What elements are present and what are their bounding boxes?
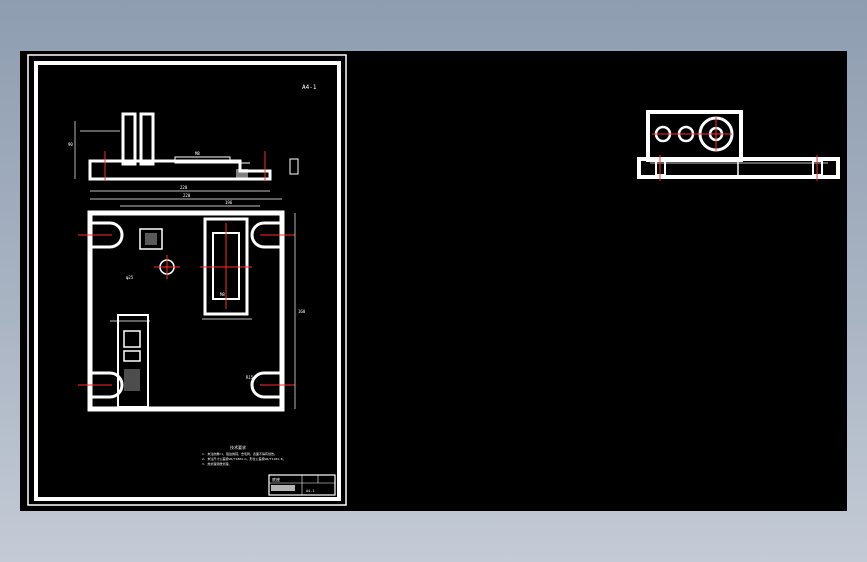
- dim-top-3: 90: [68, 142, 73, 147]
- notes-title: 技术要求: [230, 444, 246, 450]
- title-block: 底座 A4-1: [268, 474, 336, 496]
- dim-plan-4: φ25: [126, 275, 134, 280]
- note-3: 3. 热处理调质处理。: [202, 461, 231, 466]
- front-elevation-view: 220 M8 90: [68, 112, 299, 192]
- side-part-view: [637, 110, 840, 181]
- dim-top-2: M8: [195, 151, 200, 156]
- title-block-drawing-no: A4-1: [306, 489, 314, 493]
- dim-plan-5: R15: [246, 375, 254, 380]
- cad-model-space[interactable]: A4-1 220 M8 90: [20, 51, 847, 511]
- plan-view: 220 196 160 φ25 R15 M8: [78, 193, 306, 412]
- sheet-label: A4-1: [302, 84, 317, 91]
- technical-notes: 技术要求 1. 未注倒角C1，锐边倒钝，去毛刺，表面不得有划伤。 2. 未注尺寸…: [202, 444, 286, 466]
- dim-plan-3: 160: [298, 309, 306, 314]
- dim-plan-1: 220: [183, 193, 191, 198]
- dim-top-1: 220: [180, 185, 188, 190]
- cad-drawing-canvas: A4-1 220 M8 90: [27, 54, 840, 506]
- dim-plan-2: 196: [225, 200, 233, 205]
- note-2: 2. 未注尺寸公差按GB/T1804-m，形位公差按GB/T1184-K。: [202, 456, 286, 461]
- title-block-part-name: 底座: [272, 476, 280, 482]
- note-1: 1. 未注倒角C1，锐边倒钝，去毛刺，表面不得有划伤。: [202, 451, 277, 456]
- dim-plan-6: M8: [220, 292, 225, 297]
- drawing-sheet: A4-1: [27, 54, 347, 506]
